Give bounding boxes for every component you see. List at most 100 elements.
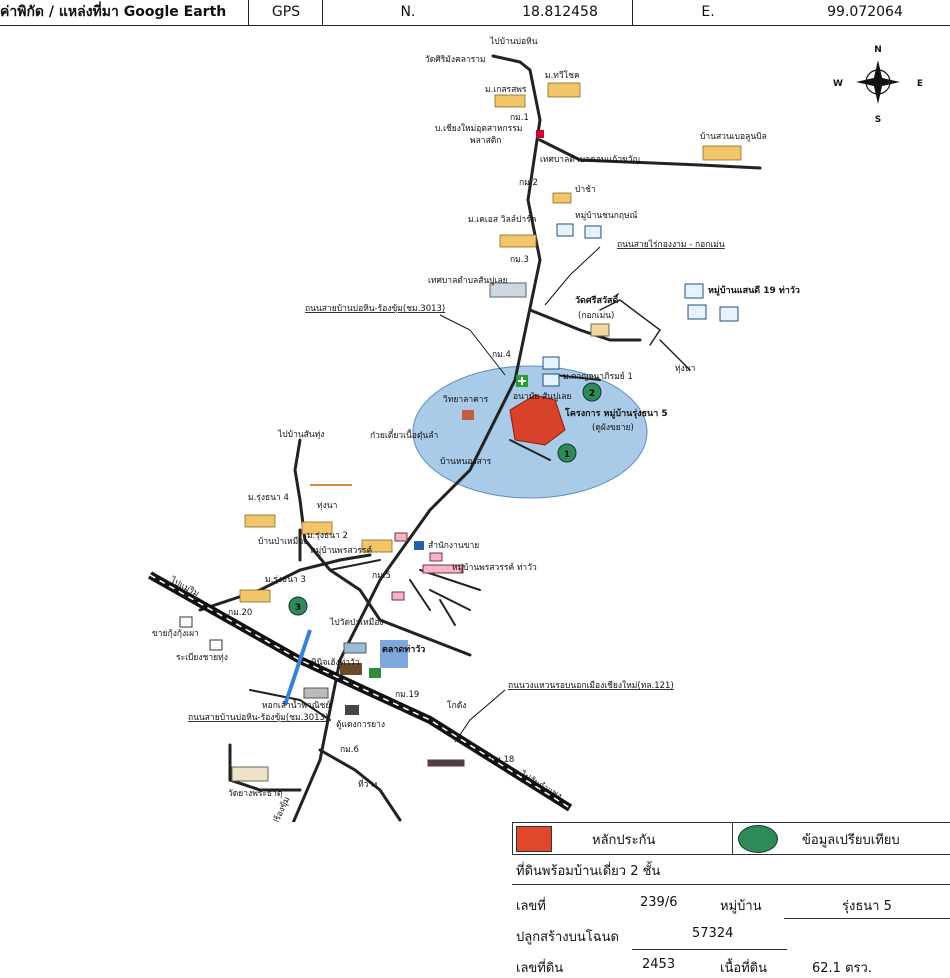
label-project-sub: (ดูผังขยาย) xyxy=(592,423,634,433)
comparison-pin-1[interactable]: 1 xyxy=(557,443,577,463)
house-icon xyxy=(584,225,602,239)
label-suan-ban: บ้านสวนเบอลูนบิล xyxy=(700,131,767,142)
property-type: ที่ดินพร้อมบ้านเดี่ยว 2 ชั้น xyxy=(516,864,661,879)
east-branch-road xyxy=(538,138,762,170)
label-to-hang-dong: ไปสันกำแพง xyxy=(518,769,564,802)
coordinate-header: ค่าพิกัด / แหล่งที่มา Google Earth GPS N… xyxy=(0,0,950,26)
label-anamai: อนามัย สันปูเลย xyxy=(513,392,571,402)
title-deed-value: 57324 xyxy=(692,926,734,941)
building-icon xyxy=(391,591,405,601)
label-huai-kiao: ก๋วยเตี๋ยวเนื้อตุ๋นลำ xyxy=(370,429,438,441)
label-thung-na-right: ทุ่งนา xyxy=(675,364,695,374)
svg-text:3: 3 xyxy=(295,603,301,613)
house-icon xyxy=(687,304,707,320)
compass-w: W xyxy=(833,79,843,89)
label-saendee: หมู่บ้านแสนดี 19 ท่าวัว xyxy=(708,285,800,296)
label-chonkrit: หมู่บ้านชนกฤษณ์ xyxy=(575,210,638,221)
property-info-panel: หลักประกัน ข้อมูลเปรียบเทียบ ที่ดินพร้อม… xyxy=(512,822,950,978)
title-deed-label: ปลูกสร้างบนโฉนด xyxy=(516,930,619,945)
svg-text:2: 2 xyxy=(589,389,595,399)
label-phinij: พินิจเฮ้งท่าวัว xyxy=(311,657,360,668)
townhouse-icons xyxy=(391,532,465,767)
shop-icon xyxy=(179,616,193,628)
label-km1: กม.1 xyxy=(510,113,529,123)
land-no-value: 2453 xyxy=(642,957,676,972)
compass-s: S xyxy=(875,115,881,125)
label-km6: กม.6 xyxy=(340,745,359,755)
house-icon xyxy=(556,223,574,237)
shop-icon xyxy=(209,639,223,651)
label-km3: กม.3 xyxy=(510,255,529,265)
label-ring-road: ถนนวงแหวนรอบนอกเมืองเชียงใหม่(ทล.121) xyxy=(508,680,674,691)
canal xyxy=(283,629,312,706)
land-area-label: เนื้อที่ดิน xyxy=(720,961,768,976)
label-kaesorn: ม.เกสรสพร xyxy=(485,85,527,95)
label-office-land: สำนักงานขาย xyxy=(428,541,479,551)
label-km2: กม.2 xyxy=(519,178,538,188)
factory-icon xyxy=(536,130,544,138)
sales-office-icon xyxy=(414,541,424,550)
label-prasit: หมู่บ้านพรสวรรค์ xyxy=(310,545,372,556)
building-icon xyxy=(427,759,465,767)
house-icon xyxy=(684,283,704,299)
label-road-bokhin-bottom: ถนนสายบ้านบ่อหิน-ร้องขุ้ม(ชม.3013) xyxy=(188,712,328,723)
svg-text:1: 1 xyxy=(564,450,570,460)
label-tessaban-dong: เทศบาลตำบลดอนแก้วขวัญ xyxy=(540,154,640,165)
village-value: รุ่งธนา 5 xyxy=(842,899,892,914)
label-to-bokhin-bottom: ไปร้องขุ้ม xyxy=(267,795,292,822)
property-no-value: 239/6 xyxy=(640,895,678,910)
label-factory: บ.เชียงใหม่อุตสาหกรรม xyxy=(435,123,522,134)
source-title: ค่าพิกัด / แหล่งที่มา Google Earth xyxy=(0,4,227,20)
label-witthaya: วิทยาลาคาร xyxy=(443,395,489,405)
north-label: N. xyxy=(322,0,493,25)
label-thawichok: ม.ทวีโชค xyxy=(545,70,580,81)
label-ban-nong: บ้านหนองสาร xyxy=(440,456,492,467)
label-to-bokhin: ไปบ้านบ่อหิน xyxy=(489,36,538,47)
compass-n: N xyxy=(874,45,882,55)
gps-label: GPS xyxy=(248,0,323,25)
house-icon xyxy=(239,589,271,603)
ring-road xyxy=(148,571,573,812)
label-to-ban-pa: ไปวัดป่าเหมือง xyxy=(329,617,384,628)
label-kaeo-villa: ม.เคเอส วิลล์ปาร์ค xyxy=(468,214,536,225)
label-kokong: โกดัง xyxy=(447,700,466,711)
comparison-pin-3[interactable]: 3 xyxy=(288,596,308,616)
callout-arrows xyxy=(439,246,601,743)
house-icon xyxy=(494,94,526,108)
label-project: โครงการ หมู่บ้านรุ่งธนา 5 xyxy=(564,407,668,419)
label-km19: กม.19 xyxy=(395,690,419,700)
label-road-toko: ถนนสายไร่กองงาม - กอกเม่น xyxy=(617,239,725,250)
house-icon xyxy=(244,514,276,528)
label-kok-mean: (กอกเม่น) xyxy=(578,311,614,321)
bank-icon xyxy=(345,705,359,715)
legend-collateral: หลักประกัน xyxy=(592,833,656,848)
store-icon xyxy=(343,642,367,654)
house-icon xyxy=(542,356,560,370)
label-km4: กม.4 xyxy=(492,350,511,360)
label-tessaban-sanpuloei: เทศบาลตำบลสันปูเลย xyxy=(428,276,508,286)
comparison-swatch xyxy=(738,825,778,853)
temple-icon xyxy=(231,766,269,782)
label-thung-na-left: ทุ่งนา xyxy=(317,501,337,511)
label-rungtana4: ม.รุ่งธนา 4 xyxy=(248,493,289,503)
label-wat-sriwat: วัดศรีสวัสดิ์ xyxy=(575,293,620,306)
compass-rose: N S E W xyxy=(833,45,923,125)
house-icon xyxy=(301,521,333,535)
convenience-store-icon xyxy=(369,668,381,678)
label-to-santhung: ไปบ้านสันทุ่ง xyxy=(277,429,324,440)
house-icon xyxy=(552,192,572,204)
north-value: 18.812458 xyxy=(522,4,598,20)
comparison-pin-2[interactable]: 2 xyxy=(582,382,602,402)
collateral-swatch xyxy=(516,826,552,852)
label-road-bokhin-top: ถนนสายบ้านบ่อหิน-ร้องขุ้ม(ชม.3013) xyxy=(305,303,445,314)
label-km20: กม.20 xyxy=(228,608,252,618)
legend-comparison: ข้อมูลเปรียบเทียบ xyxy=(802,833,900,848)
building-icon xyxy=(422,564,464,574)
house-icon xyxy=(719,306,739,322)
house-icon xyxy=(547,82,581,98)
label-wat-phra: วัดยางพระธาตุ xyxy=(228,789,282,799)
temple-icon xyxy=(590,323,610,337)
building-icon xyxy=(394,532,408,542)
west-branch-road xyxy=(293,438,382,622)
label-plastic: พลาสติก xyxy=(470,136,501,146)
